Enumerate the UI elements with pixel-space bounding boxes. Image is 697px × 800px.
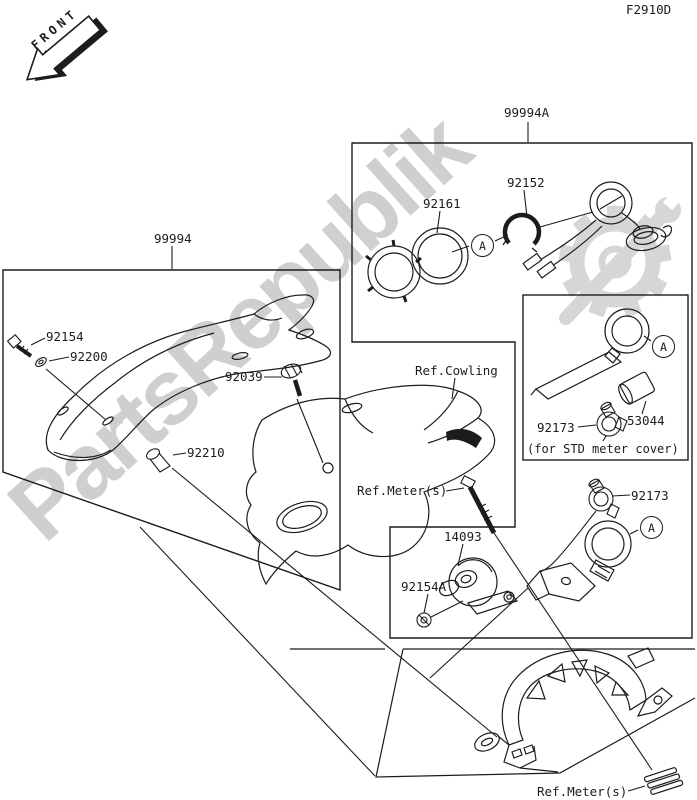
part-label-92173-lower: 92173 — [631, 488, 669, 503]
left-kit-box — [2, 269, 341, 591]
callout-a-lower: A — [640, 516, 663, 539]
part-label-92152: 92152 — [507, 175, 545, 190]
front-arrow-icon — [25, 15, 108, 82]
sensor-14093-drawing — [438, 557, 519, 615]
sensor-92173-lower-drawing — [539, 478, 620, 573]
figure-code: F2910D — [626, 2, 672, 17]
ring-92161-drawing — [411, 227, 469, 285]
part-label-99994a: 99994A — [504, 105, 550, 120]
std-meter-cover-box — [522, 294, 689, 461]
screw-92154a-drawing — [416, 612, 432, 628]
part-label-92210: 92210 — [187, 445, 225, 460]
bolt-92154-drawing — [6, 333, 33, 358]
lower-clamp-drawing — [584, 520, 632, 582]
cowling-drawing — [245, 384, 496, 586]
part-label-92161: 92161 — [423, 196, 461, 211]
windscreen-drawing — [45, 294, 332, 461]
part-label-53044: 53044 — [627, 413, 665, 428]
part-label-92200: 92200 — [70, 349, 108, 364]
clip-92152-drawing — [502, 212, 542, 253]
meter-plates-drawing — [643, 767, 684, 795]
leader-lines — [30, 122, 653, 792]
ref-meters-mid-label: Ref.Meter(s) — [357, 483, 448, 498]
meter-bracket-drawing — [474, 647, 673, 773]
sensor-92173-std-drawing — [596, 401, 628, 442]
bolt-92039-drawing — [280, 363, 303, 397]
ref-cowling-label: Ref.Cowling — [415, 363, 498, 378]
std-clamp-drawing — [530, 308, 650, 400]
bezel-ring-drawing — [365, 239, 422, 303]
part-label-99994: 99994 — [154, 231, 192, 246]
mount-bolt-drawing — [460, 474, 497, 535]
callout-a-top: A — [471, 234, 494, 257]
collar-53044-drawing — [618, 371, 655, 405]
part-label-92154: 92154 — [46, 329, 84, 344]
screw-92210-drawing — [145, 448, 171, 473]
plug-assembly-drawing — [522, 181, 673, 279]
gear-wrench-icon — [558, 191, 682, 325]
right-kit-box — [351, 142, 693, 639]
callout-a-std: A — [652, 335, 675, 358]
part-label-92173-std: 92173 — [537, 420, 575, 435]
meter-reference-outline — [290, 648, 696, 778]
washer-92200-drawing — [35, 356, 47, 368]
part-label-92154a: 92154A — [401, 579, 447, 594]
std-meter-cover-note: (for STD meter cover) — [527, 442, 679, 456]
part-label-14093: 14093 — [444, 529, 482, 544]
stay-bracket-drawing — [526, 562, 596, 602]
ref-meters-bottom-label: Ref.Meter(s) — [537, 784, 628, 799]
part-label-92039: 92039 — [225, 369, 263, 384]
